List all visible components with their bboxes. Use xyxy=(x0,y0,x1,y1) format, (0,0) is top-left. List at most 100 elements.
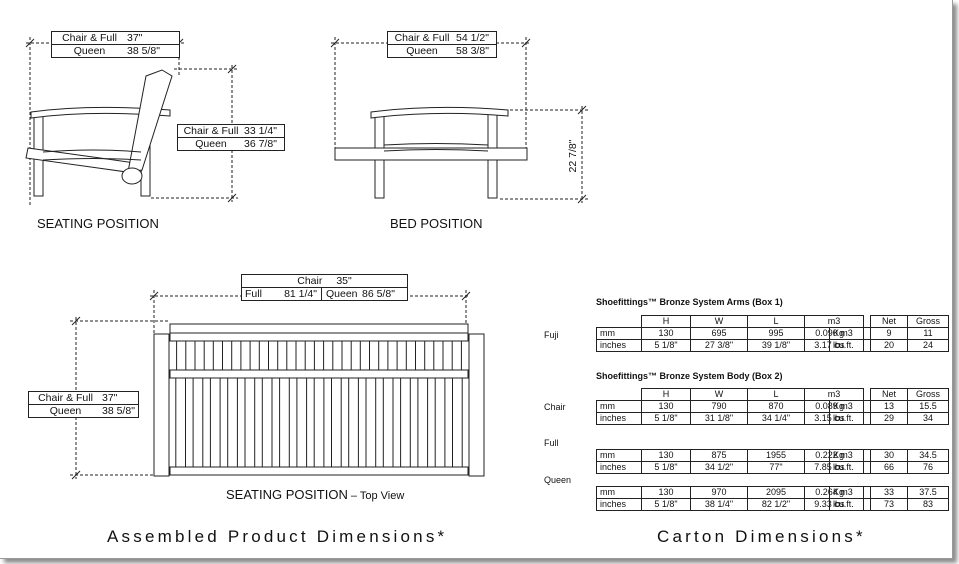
dim-label: Queen xyxy=(195,138,227,150)
column-header: Net xyxy=(870,388,908,401)
table-cell: 130 xyxy=(641,486,691,499)
table-cell: 34 1/2" xyxy=(690,461,748,474)
carton-row-label: Fuji xyxy=(544,330,559,340)
seat-slat xyxy=(227,377,238,468)
table-cell: 77" xyxy=(747,461,805,474)
seat-slat xyxy=(434,377,446,468)
seat-slat xyxy=(331,377,342,468)
table-cell: 870 xyxy=(747,400,805,413)
table-cell: inches xyxy=(596,498,642,511)
table-cell: 66 xyxy=(870,461,908,474)
table-cell: 73 xyxy=(870,498,908,511)
table-cell: Kg xyxy=(829,486,871,499)
queen-label: Queen xyxy=(326,288,358,300)
dim-value: 38 5/8" xyxy=(102,405,135,417)
dim-label: Chair & Full xyxy=(62,32,117,44)
back-slat xyxy=(286,340,297,371)
table-cell: 76 xyxy=(907,461,949,474)
dim-value: 37" xyxy=(102,392,118,404)
carton-row-label: Full xyxy=(544,438,559,448)
top-caption-main: SEATING POSITION xyxy=(226,487,348,502)
table-cell: 33 xyxy=(870,486,908,499)
table-cell: 34.5 xyxy=(907,449,949,462)
back-slat xyxy=(341,340,352,371)
carton-row-label: Queen xyxy=(544,475,572,485)
table-cell: lbs xyxy=(829,461,871,474)
dim-label: Queen xyxy=(49,405,82,417)
table-cell: 29 xyxy=(870,412,908,425)
table-cell: inches xyxy=(596,339,642,352)
back-slat xyxy=(359,340,370,371)
table-cell: 34 xyxy=(907,412,949,425)
seat-slat xyxy=(365,377,377,468)
table-cell: lbs xyxy=(829,412,871,425)
seat-slat xyxy=(244,377,256,468)
table-cell: Kg xyxy=(829,400,871,413)
carton-footer: Carton Dimensions* xyxy=(657,527,866,546)
dim-label: Chair & Full xyxy=(38,392,93,404)
table-cell: 38 1/4" xyxy=(690,498,748,511)
table-cell: 5 1/8" xyxy=(641,461,691,474)
back-slat xyxy=(304,340,315,371)
back-slat xyxy=(415,340,426,371)
back-slat xyxy=(451,340,462,371)
table-cell: 39 1/8" xyxy=(747,339,805,352)
table-cell: 9 xyxy=(870,327,908,340)
column-header: Gross xyxy=(907,388,949,401)
bed-caption: BED POSITION xyxy=(390,216,483,231)
column-header: W xyxy=(690,388,748,401)
full-value: 81 1/4" xyxy=(267,288,322,300)
table-cell: Kg xyxy=(829,449,871,462)
back-slat xyxy=(323,340,334,371)
table-cell: lbs xyxy=(829,339,871,352)
table-cell: 995 xyxy=(747,327,805,340)
table-cell: 5 1/8" xyxy=(641,412,691,425)
column-header: m3 xyxy=(804,388,864,401)
top-depth-box: Chair & Full 37" Queen 38 5/8" xyxy=(28,391,139,418)
column-header: H xyxy=(641,388,691,401)
table-cell: 790 xyxy=(690,400,748,413)
arms-title: Shoefittings™ Bronze System Arms (Box 1) xyxy=(596,297,783,307)
table-cell: 30 xyxy=(870,449,908,462)
table-cell: 83 xyxy=(907,498,949,511)
dim-value: 33 1/4" xyxy=(244,125,277,137)
table-cell: inches xyxy=(596,412,642,425)
table-cell: 130 xyxy=(641,327,691,340)
top-caption-suffix: – Top View xyxy=(347,490,405,502)
table-cell: inches xyxy=(596,461,642,474)
queen-value: 86 5/8" xyxy=(362,288,395,300)
dim-value: 36 7/8" xyxy=(244,138,277,150)
table-cell: 27 3/8" xyxy=(690,339,748,352)
dim-value: 38 5/8" xyxy=(127,45,160,57)
back-slat xyxy=(212,340,224,371)
dim-value: 37" xyxy=(127,32,143,44)
table-cell: 37.5 xyxy=(907,486,949,499)
table-cell: 31 1/8" xyxy=(690,412,748,425)
table-cell: 15.5 xyxy=(907,400,949,413)
back-slat xyxy=(396,340,407,371)
column-header: L xyxy=(747,388,805,401)
table-cell: 5 1/8" xyxy=(641,339,691,352)
table-cell: mm xyxy=(596,327,642,340)
table-cell: 11 xyxy=(907,327,949,340)
dim-label: Queen xyxy=(406,45,438,57)
dim-value: 54 1/2" xyxy=(456,32,489,44)
seating-caption: SEATING POSITION xyxy=(37,216,159,231)
